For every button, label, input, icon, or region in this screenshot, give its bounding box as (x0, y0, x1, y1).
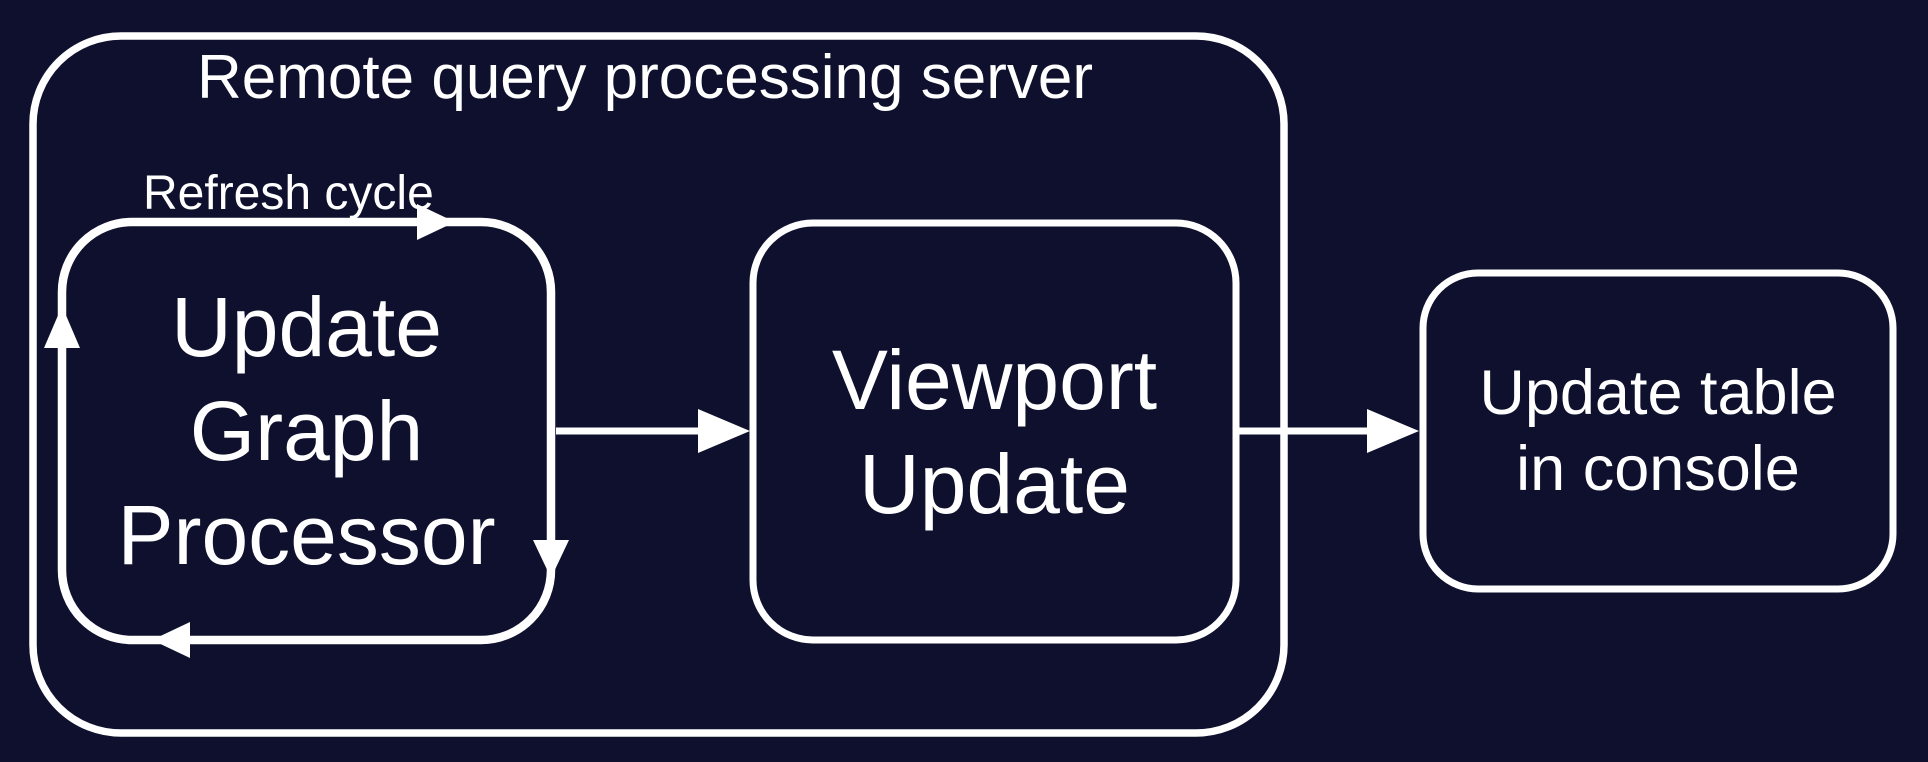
update-table-in-console-node-box (1419, 269, 1897, 593)
server-container-box (29, 32, 1288, 737)
refresh-cycle-right-arrowhead-icon (417, 204, 455, 240)
node-label-viewport-update: Viewport Update (831, 332, 1158, 531)
edge-ugp-to-viewport-arrowhead-icon (698, 409, 750, 453)
refresh-cycle-label: Refresh cycle (143, 167, 434, 220)
refresh-cycle-left-arrowhead-icon (152, 622, 190, 658)
edge-viewport-to-console-arrowhead-icon (1367, 409, 1419, 453)
node-label-update-table-in-console: Update table in console (1479, 358, 1837, 504)
node-label-update-graph-processor: Update Graph Processor (117, 280, 496, 582)
refresh-cycle-loop (57, 217, 556, 645)
refresh-cycle-down-arrowhead-icon (533, 540, 569, 578)
refresh-cycle-up-arrowhead-icon (44, 306, 80, 348)
server-container-title: Remote query processing server (197, 43, 1093, 112)
